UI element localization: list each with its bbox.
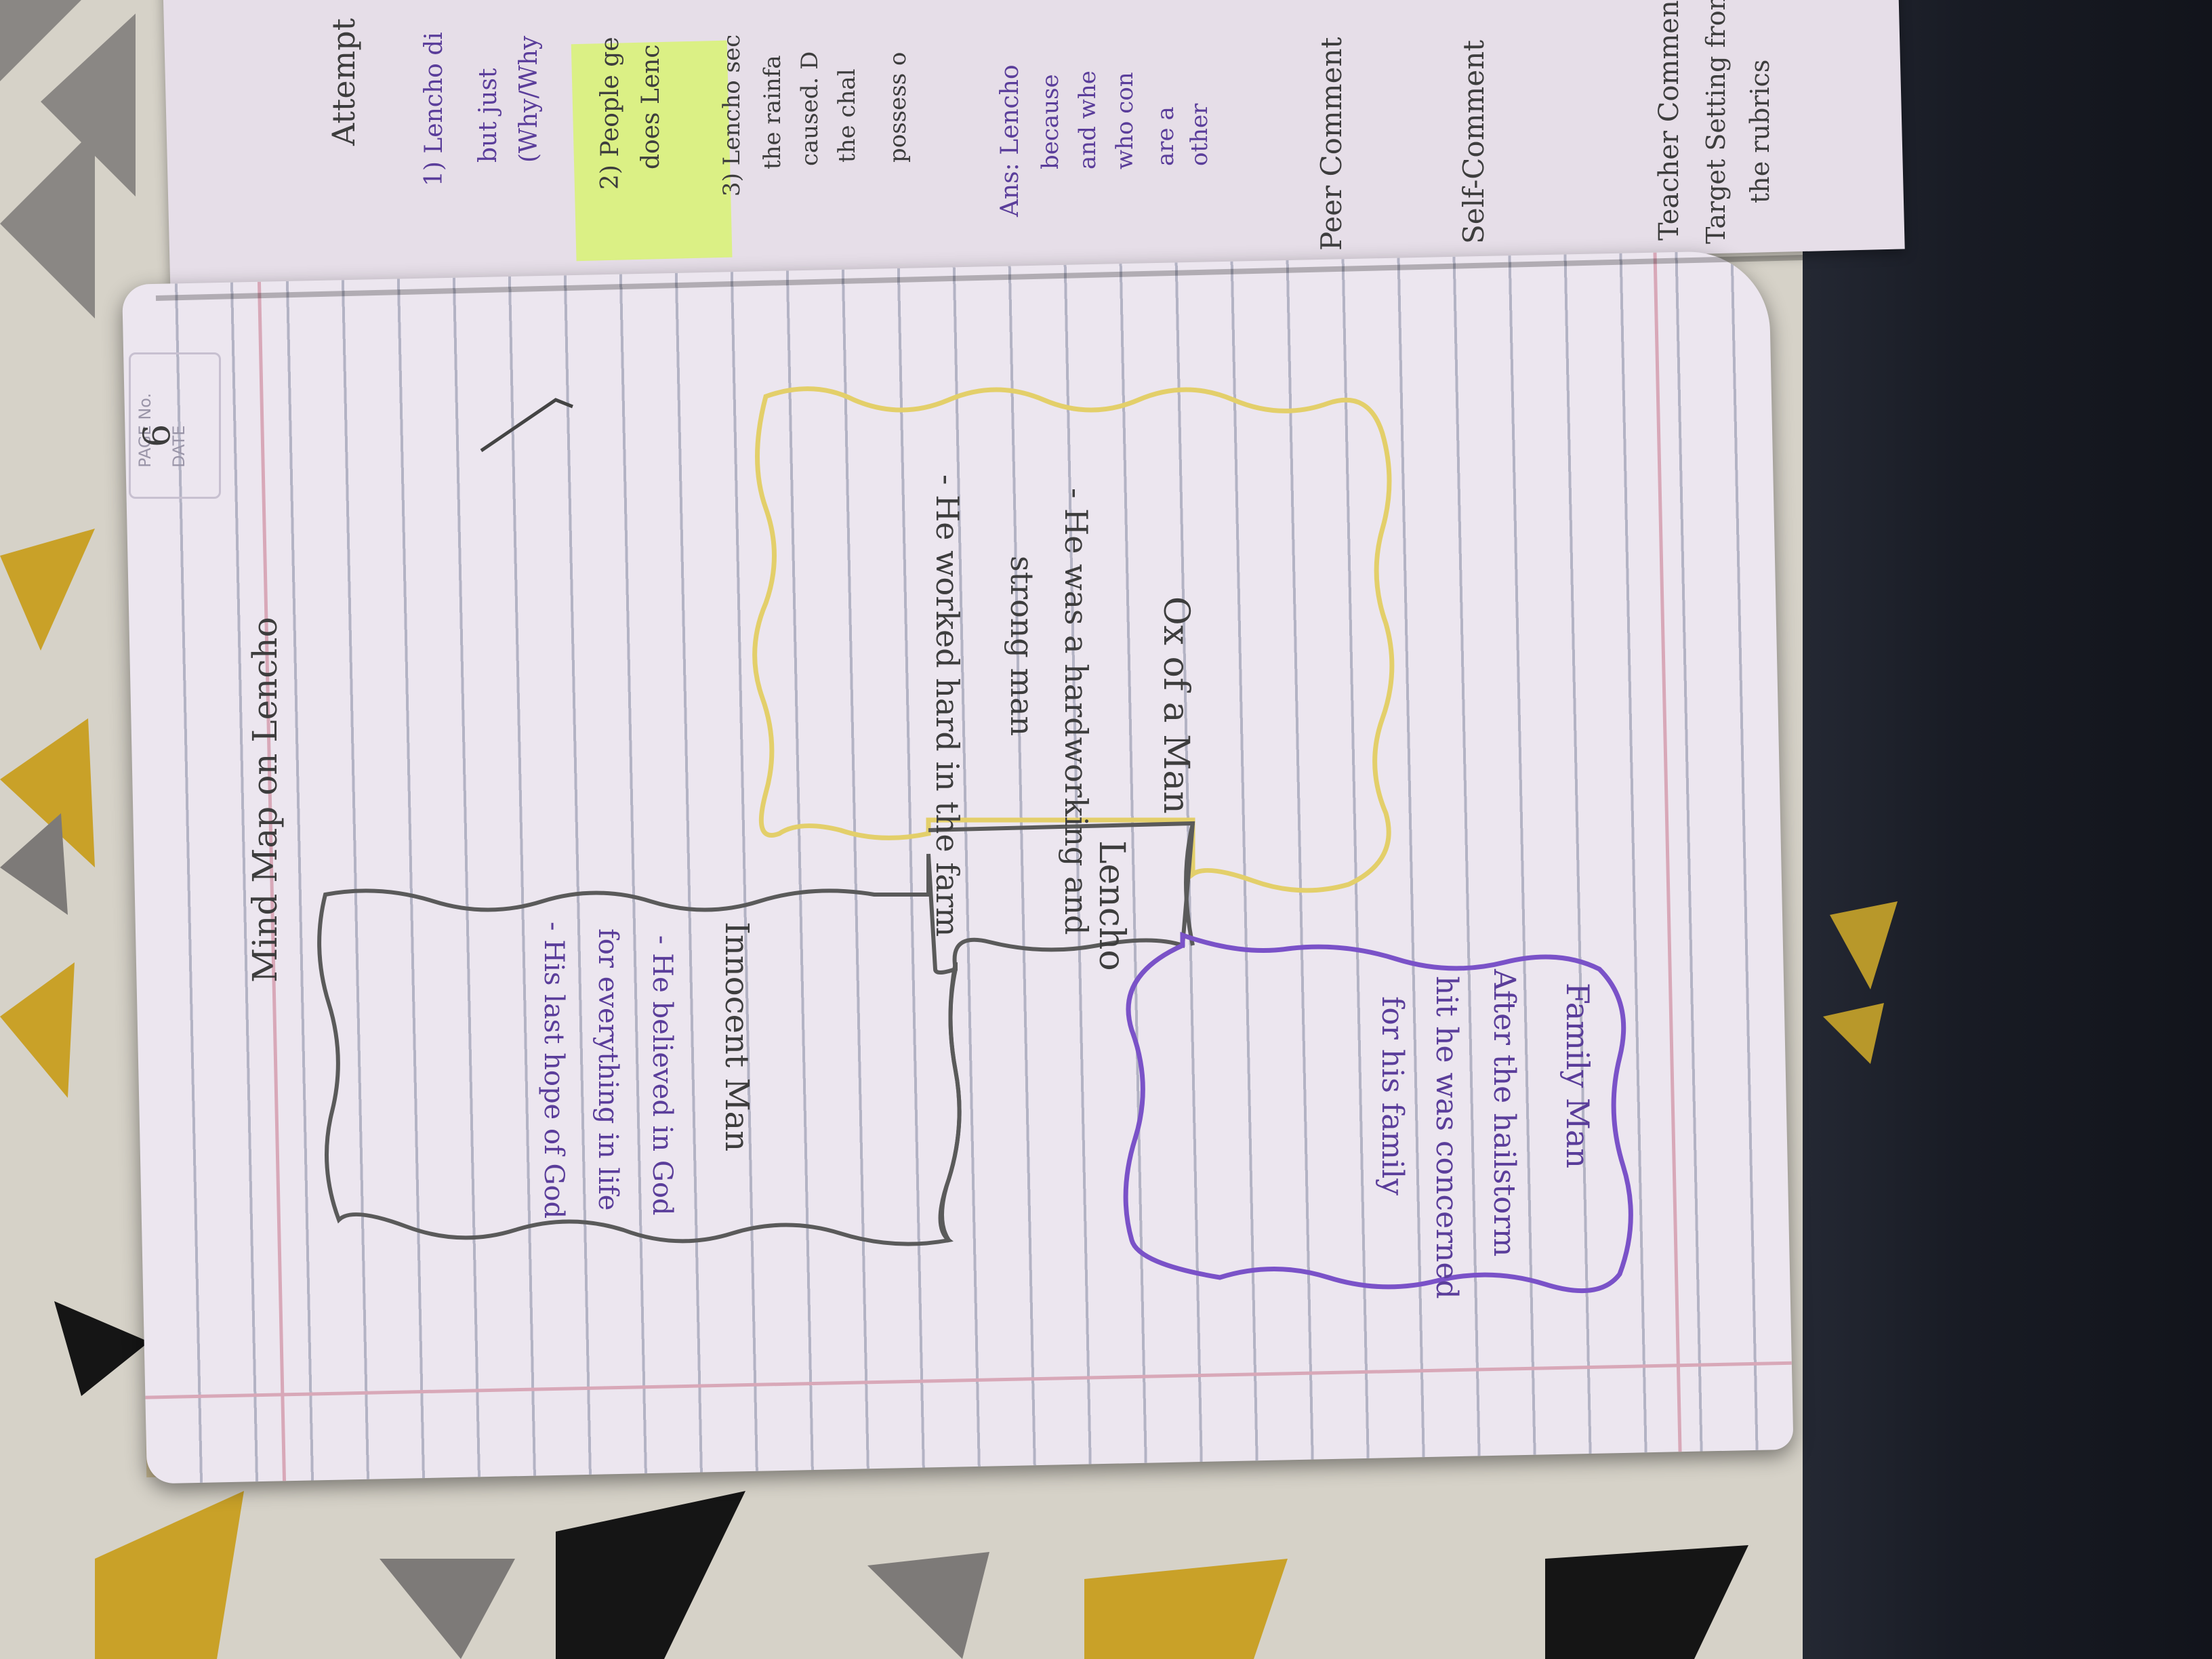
prev-item-15: are a — [1152, 106, 1179, 166]
prev-teacher-comment: Teacher Comment — [1654, 0, 1685, 241]
prev-item-16: other — [1186, 103, 1213, 166]
mind-map-title: Mind Map on Lencho — [245, 617, 285, 983]
family-node-line-2: hit he was concerned — [1429, 976, 1464, 1299]
prev-item-9: the chal — [834, 68, 861, 163]
innocent-node-heading: Innocent Man — [718, 922, 756, 1152]
innocent-node-line-2: for everything in life — [592, 928, 623, 1211]
prev-self-comment: Self-Comment — [1457, 39, 1490, 244]
family-node-line-3: for his family — [1375, 996, 1410, 1196]
prev-item-12: because — [1037, 74, 1064, 169]
prev-target-setting: Target Setting from — [1701, 0, 1731, 244]
prev-item-14: who con — [1111, 72, 1139, 169]
prev-item-5: does Lenc — [637, 44, 665, 170]
ox-node-line-2: strong man — [1004, 556, 1040, 737]
prev-item-13: and whe — [1074, 70, 1101, 169]
prev-item-11: Ans: Lencho — [996, 64, 1024, 217]
page-number-box — [129, 352, 221, 499]
prev-item-6: 3) Lencho sec — [718, 34, 745, 197]
innocent-node-line-1: - He believed in God — [647, 935, 678, 1216]
center-node-label: Lencho — [1091, 840, 1132, 971]
prev-rubrics: the rubrics — [1745, 59, 1775, 203]
family-node-heading: Family Man — [1559, 983, 1596, 1169]
family-node-line-1: After the hailstorm — [1487, 969, 1521, 1257]
prev-item-1: 1) Lencho di — [420, 32, 448, 186]
ox-node-line-3: - He worked hard in the farm — [929, 474, 966, 937]
prev-item-3: (Why/Why — [515, 35, 543, 163]
prev-item-2: but just — [474, 68, 502, 163]
prev-item-10: possess o — [884, 52, 912, 163]
dark-cloth — [1803, 0, 2212, 1659]
ox-node-heading: Ox of a Man — [1155, 596, 1196, 814]
prev-item-7: the rainfa — [759, 55, 786, 169]
page-number: 6 — [136, 424, 178, 447]
prev-peer-comment: Peer Comment — [1315, 37, 1348, 251]
ox-node-line-1: - He was a hardworking and — [1058, 488, 1094, 935]
innocent-node-line-3: - His last hope of God — [538, 922, 569, 1219]
prev-heading: Attempt — [325, 18, 362, 146]
prev-item-8: caused. D — [796, 51, 823, 166]
prev-item-4: 2) People ge — [596, 37, 624, 190]
